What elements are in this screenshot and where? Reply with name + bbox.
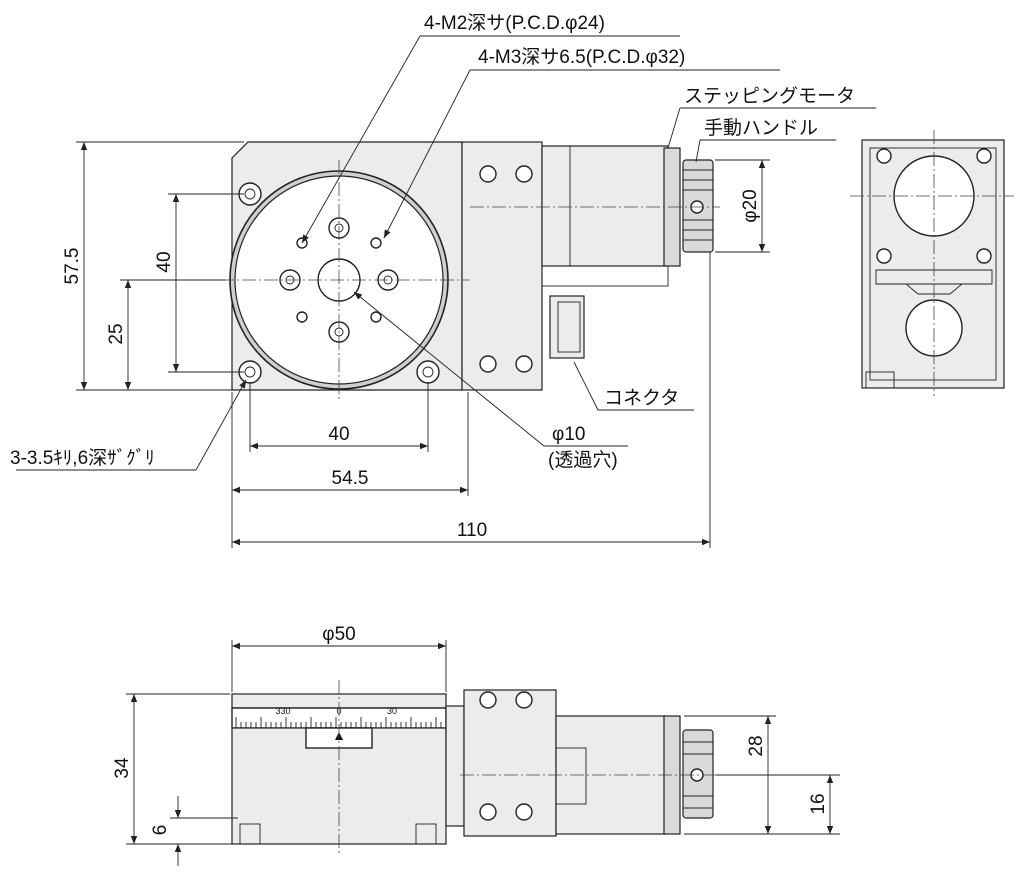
dim-110: 110 — [457, 520, 487, 541]
dim-34: 34 — [112, 757, 133, 779]
label-m3: 4-M3深サ6.5(P.C.D.φ32) — [478, 46, 685, 68]
label-connector: コネクタ — [604, 387, 679, 409]
dim-16: 16 — [808, 793, 829, 814]
dim-40-vertical: 40 — [154, 251, 175, 272]
label-hole-note: (透過穴) — [548, 449, 618, 471]
front-body-block — [463, 689, 557, 837]
scale-30: 30 — [387, 706, 397, 716]
dim-57-5: 57.5 — [62, 248, 83, 285]
connector-body — [549, 295, 585, 359]
label-counterbore: 3-3.5ｷﾘ,6深ｻﾞｸﾞﾘ — [10, 447, 155, 469]
label-m2: 4-M2深サ(P.C.D.φ24) — [424, 12, 605, 34]
scale-0: 0 — [336, 706, 341, 716]
top-view — [220, 141, 720, 400]
leaders — [16, 35, 876, 471]
end-view — [850, 130, 1014, 396]
stepping-motor — [541, 145, 669, 267]
dim-25: 25 — [106, 323, 127, 344]
dim-40-horizontal: 40 — [328, 424, 349, 445]
dim-54-5: 54.5 — [332, 468, 369, 489]
m2-holes — [296, 237, 382, 323]
dim-phi50: φ50 — [322, 624, 355, 645]
body-block — [461, 141, 543, 391]
dim-phi20: φ20 — [740, 189, 761, 222]
label-hole: φ10 — [552, 424, 585, 445]
label-stepping-motor: ステッピングモータ — [684, 85, 855, 107]
counterbore-holes — [238, 182, 440, 384]
dim-28: 28 — [746, 735, 767, 756]
top-view-dimensions — [76, 141, 770, 548]
scale-330: 330 — [275, 706, 290, 716]
label-manual-handle: 手動ハンドル — [704, 117, 818, 139]
front-view — [231, 680, 720, 856]
front-view-dimensions — [126, 640, 840, 866]
dim-6: 6 — [150, 825, 171, 836]
